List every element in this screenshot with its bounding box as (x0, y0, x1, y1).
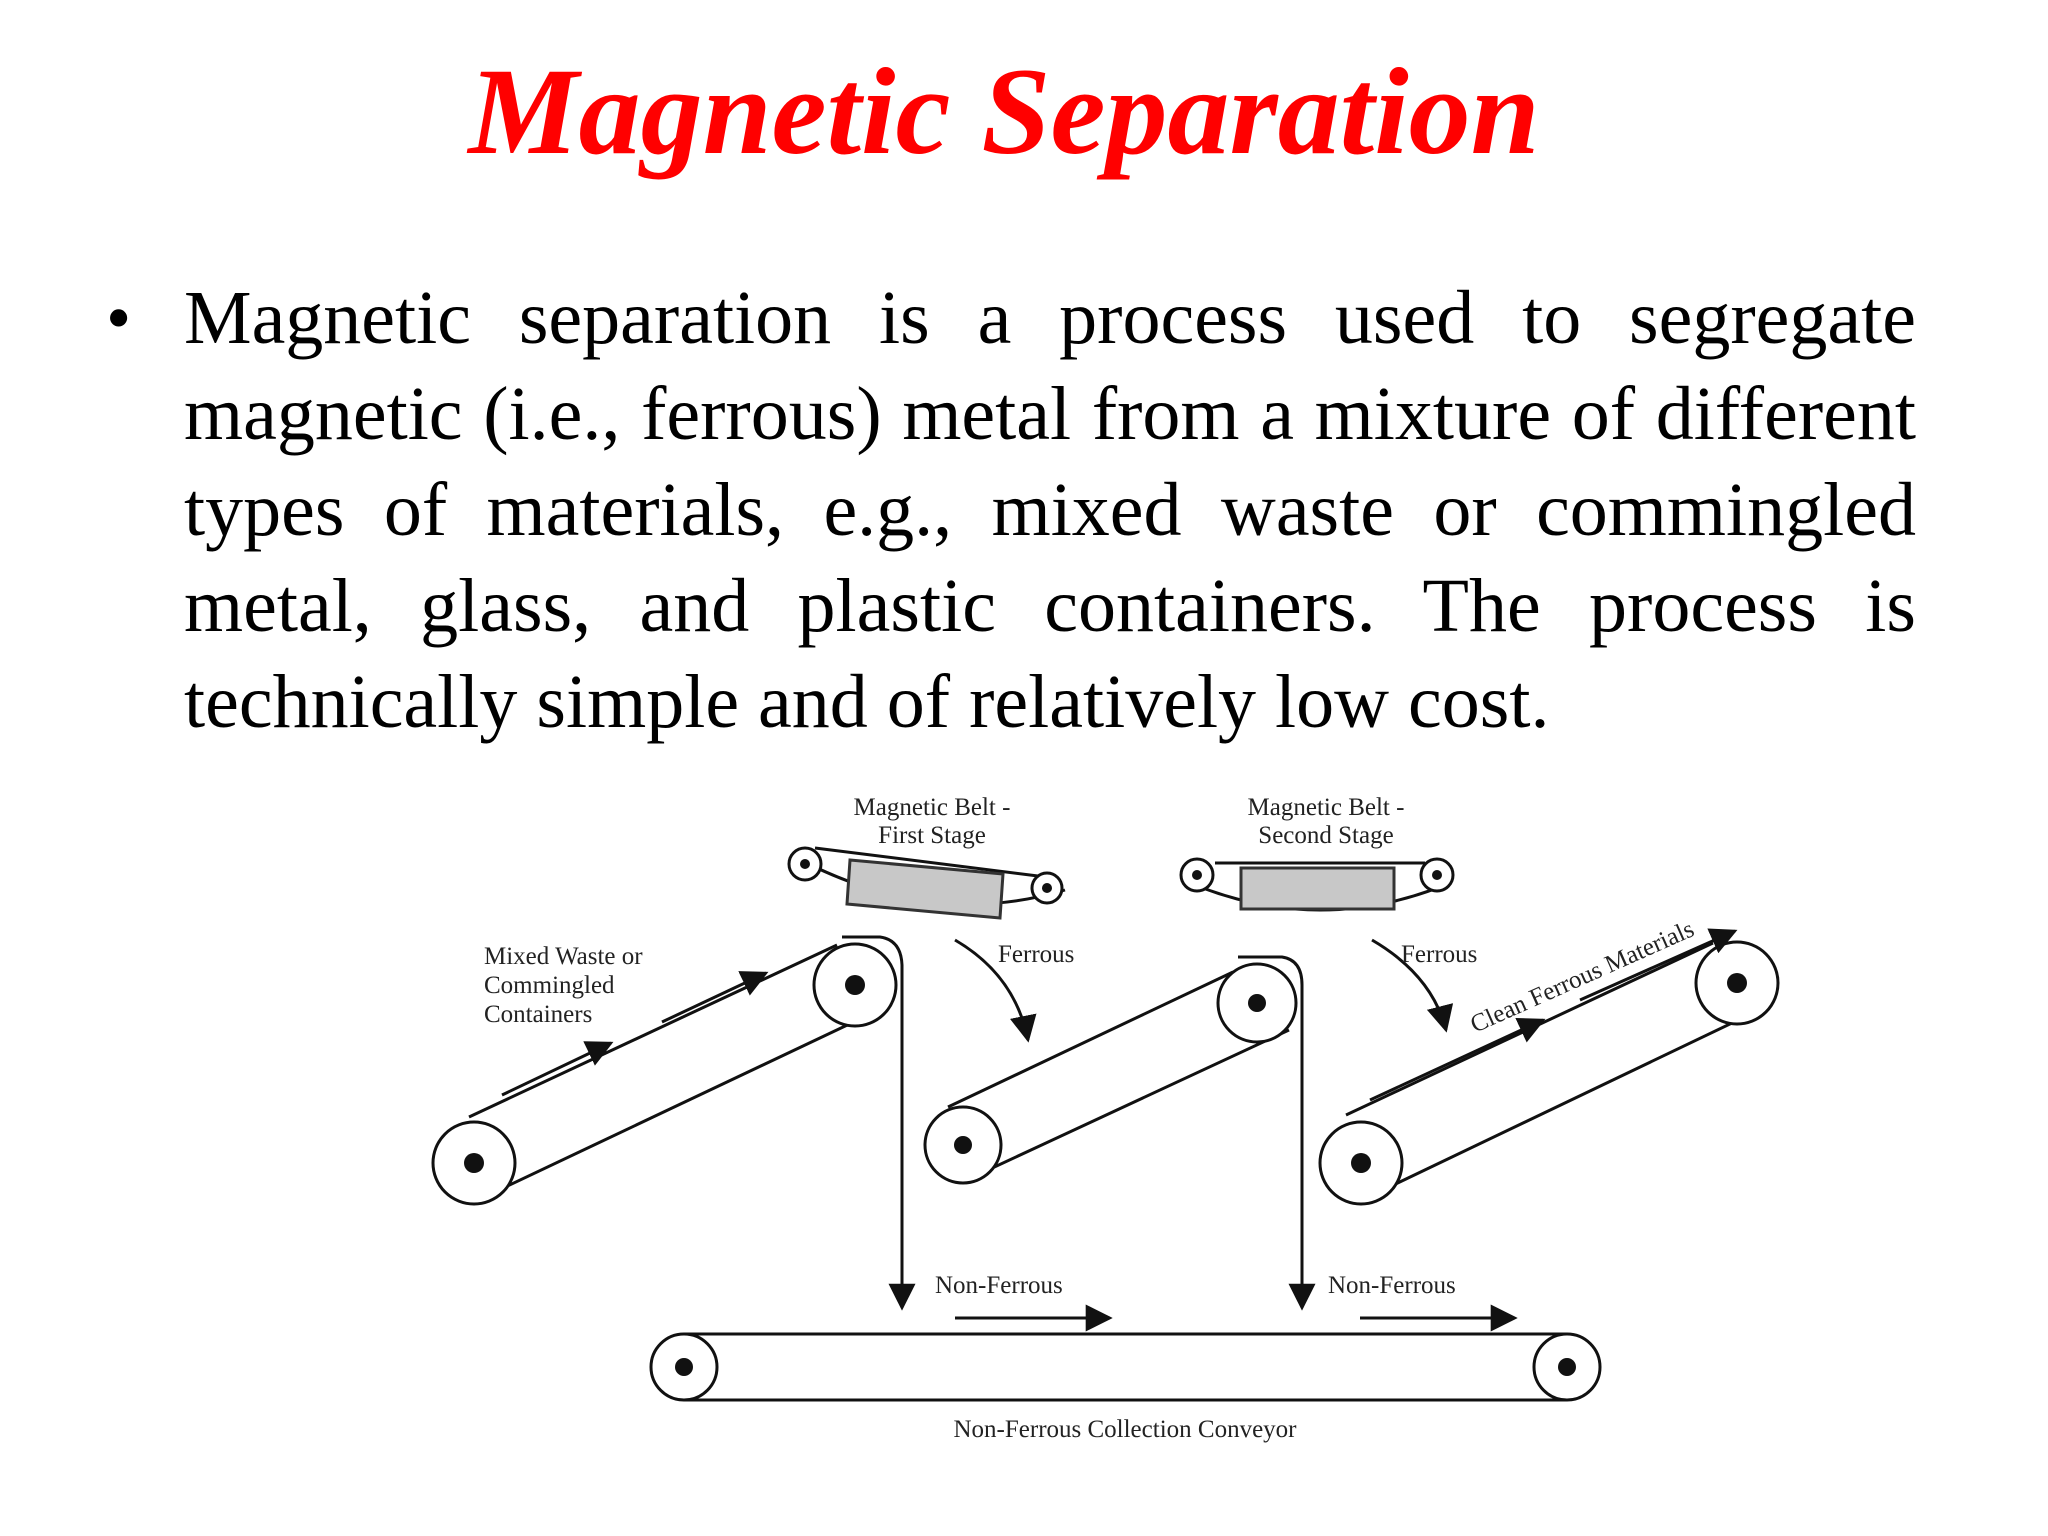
ferrous-arrow-1 (954, 938, 1037, 1043)
bullet-paragraph: Magnetic separation is a process used to… (184, 276, 1916, 744)
belt1-label-line2: First Stage (878, 822, 986, 849)
magnetic-belt-first-stage (787, 846, 1066, 920)
input-flow-arrow-1 (501, 1041, 614, 1097)
belt1-label-line1: Magnetic Belt - (854, 794, 1011, 821)
clean-ferrous-arrow-1 (1369, 1017, 1546, 1102)
input-label-line2: Commingled (484, 972, 615, 999)
non-ferrous-label-1: Non-Ferrous (935, 1272, 1063, 1299)
non-ferrous-collection-conveyor (649, 1332, 1602, 1402)
collection-conveyor-label: Non-Ferrous Collection Conveyor (953, 1416, 1297, 1443)
input-label-line1: Mixed Waste or (484, 943, 643, 970)
non-ferrous-label-2: Non-Ferrous (1328, 1272, 1456, 1299)
input-flow-arrow-2 (661, 971, 769, 1024)
non-ferrous-chute-2 (1238, 955, 1316, 1311)
slide-title: Magnetic Separation (468, 43, 1540, 180)
magnetic-belt-second-stage (1179, 857, 1455, 912)
input-label-line3: Containers (484, 1001, 592, 1028)
ferrous-arrow-2 (1371, 938, 1454, 1033)
ferrous-label-2: Ferrous (1401, 941, 1477, 968)
belt2-label-line2: Second Stage (1258, 822, 1393, 849)
bullet-marker: • (106, 278, 132, 358)
clean-ferrous-arrow-2 (1579, 928, 1738, 1002)
ferrous-label-1: Ferrous (998, 941, 1074, 968)
clean-ferrous-label: Clean Ferrous Materials (1466, 916, 1698, 1039)
middle-conveyor (923, 962, 1298, 1185)
input-conveyor (431, 942, 898, 1206)
non-ferrous-chute-1 (842, 935, 916, 1311)
belt2-label-line1: Magnetic Belt - (1248, 794, 1405, 821)
